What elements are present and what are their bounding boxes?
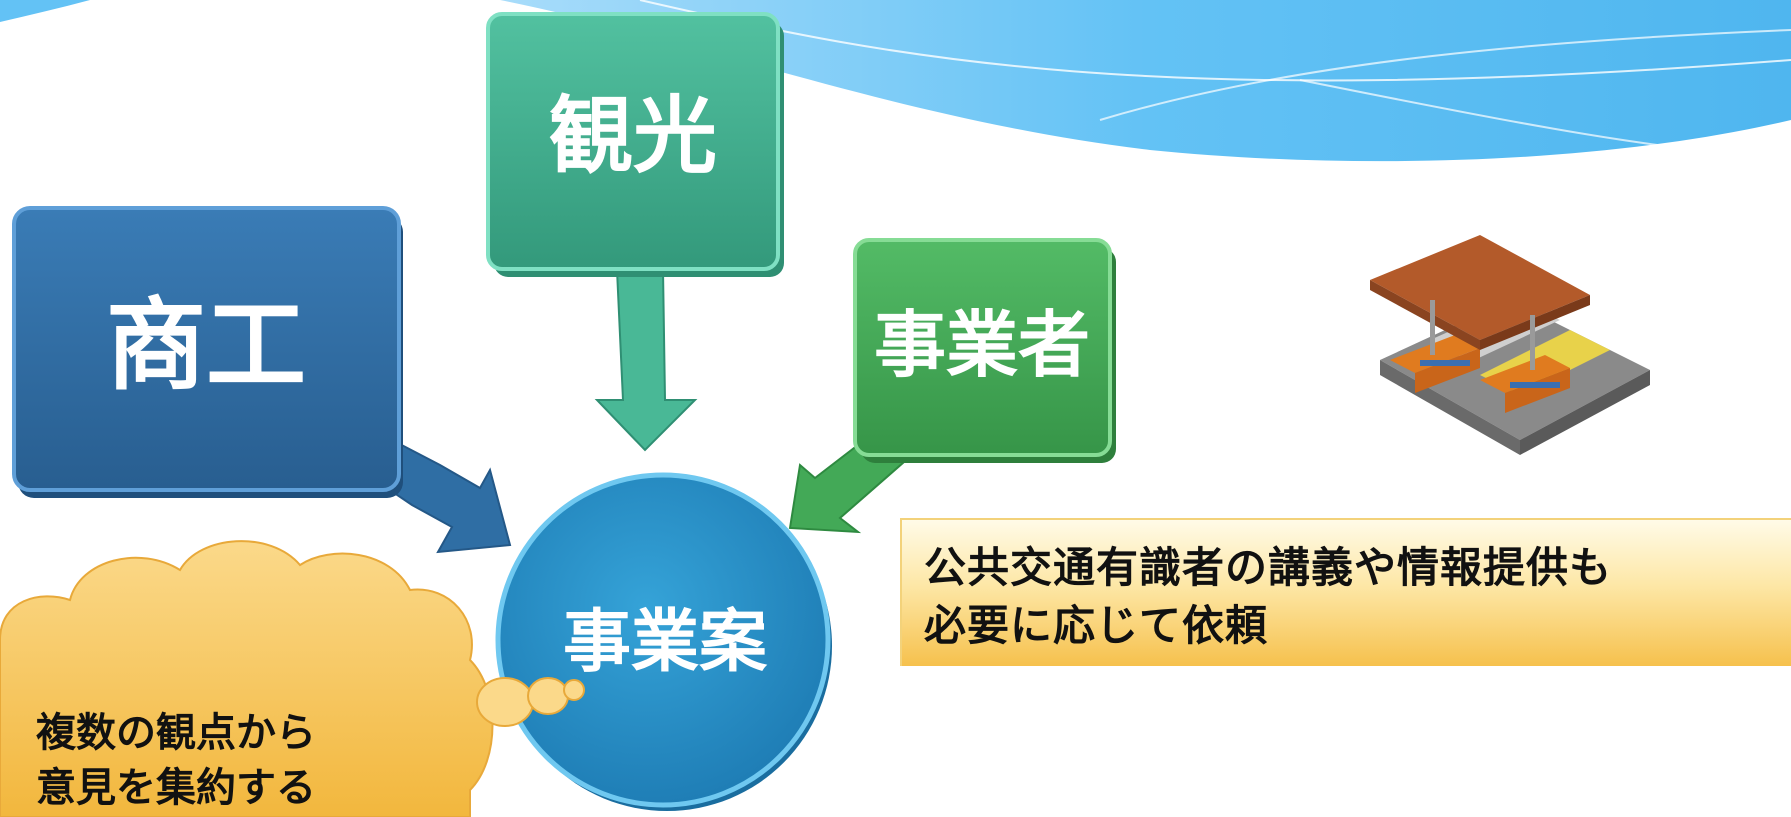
note-line-2: 必要に応じて依頼 (924, 601, 1269, 650)
box-shoko: 商工 (12, 206, 403, 498)
cloud-text-line-1: 複数の観点から (36, 709, 316, 756)
center-circle-label: 事業案 (563, 602, 768, 682)
header-wave (0, 0, 1791, 162)
center-circle: 事業案 (495, 472, 832, 811)
box-kanko: 観光 (486, 12, 784, 277)
note-line-1: 公共交通有識者の講義や情報提供も (924, 543, 1613, 592)
box-kanko-label: 観光 (549, 86, 717, 185)
note-box: 公共交通有識者の講義や情報提供も 必要に応じて依頼 (900, 518, 1791, 666)
box-shoko-label: 商工 (106, 286, 306, 404)
arrow-kanko-to-center (594, 269, 698, 452)
box-jigyosha-label: 事業者 (874, 302, 1090, 387)
thought-cloud (0, 540, 585, 817)
cloud-text-line-2: 意見を集約する (36, 764, 316, 811)
train-station-illustration (1370, 235, 1650, 455)
box-jigyosha: 事業者 (853, 238, 1116, 463)
